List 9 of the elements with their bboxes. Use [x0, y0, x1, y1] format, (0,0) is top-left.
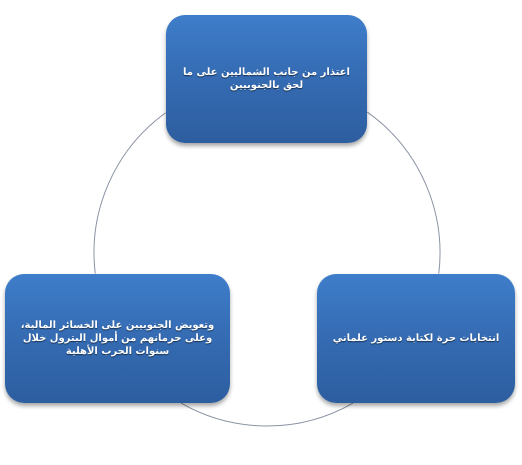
connector-arc: [94, 112, 166, 274]
connector-arc: [366, 112, 440, 274]
process-box: [166, 15, 367, 143]
box-text: انتخابات حرة لكتابة دستور علماني: [332, 332, 500, 345]
box-text: اعتذار من جانب الشماليين على ما لحق بالجنوبيين: [182, 66, 351, 92]
process-box: [5, 274, 230, 403]
connector-arc: [180, 402, 354, 426]
process-box: [317, 274, 515, 403]
box-text: وتعويض الجنوبيين على الخسائر المالية، وعلى حرمانهم من أموال البترول خلال سنوات الحرب الأهلية: [20, 319, 216, 358]
